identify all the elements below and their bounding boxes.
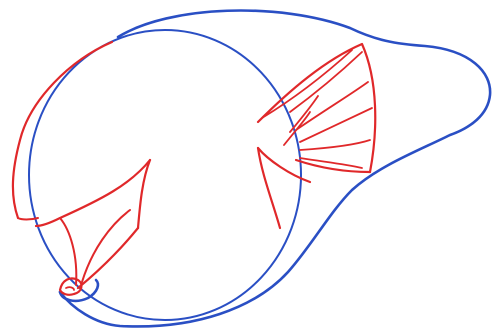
- dorsal-fin: [258, 44, 375, 172]
- pectoral-fin-lower-edge: [78, 228, 138, 288]
- fin-ray-3: [296, 82, 368, 130]
- body-outline-path: [60, 11, 490, 327]
- guide-circle: [29, 30, 301, 320]
- fin-ray-4: [300, 108, 372, 142]
- pectoral-fin-outer: [36, 160, 150, 226]
- gill-line: [258, 148, 310, 228]
- chin-line: [18, 218, 38, 220]
- dorsal-fin-outer: [258, 44, 375, 172]
- fin-ray-5: [300, 140, 370, 150]
- body-outline: [60, 11, 490, 327]
- body-guide-circle: [29, 30, 301, 320]
- fin-ray-1: [262, 50, 352, 118]
- head-front-line: [13, 42, 112, 218]
- pectoral-fin-rib-1: [60, 218, 76, 285]
- gill-front: [258, 148, 310, 182]
- dorsal-fin-base: [296, 160, 370, 172]
- mouth-lip-inner: [66, 287, 74, 290]
- red-guides: [13, 42, 375, 295]
- pectoral-fin: [36, 160, 150, 295]
